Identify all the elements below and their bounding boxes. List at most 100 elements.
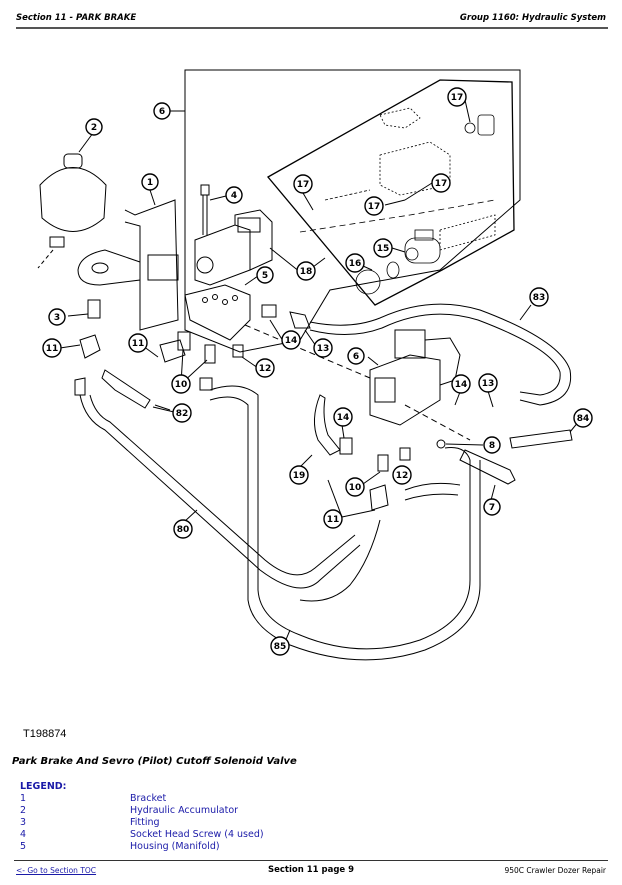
section-toc-link[interactable]: <- Go to Section TOC xyxy=(16,866,97,875)
callout-circle xyxy=(573,408,593,428)
callout-label: 17 xyxy=(451,93,464,103)
manifold-drawing xyxy=(184,284,251,341)
callout-tee-11-a: 11 xyxy=(42,338,62,358)
hose-84-drawing xyxy=(509,429,573,449)
legend-item-description: Socket Head Screw (4 used) xyxy=(130,829,264,840)
legend-item-number: 2 xyxy=(20,805,27,816)
callout-coil: 15 xyxy=(373,238,393,258)
callout-circle xyxy=(172,403,192,423)
callout-circle xyxy=(270,636,290,656)
callout-tee-11-b: 11 xyxy=(128,333,148,353)
callout-fitting-10-a: 10 xyxy=(171,374,191,394)
valve-block-drawing xyxy=(194,209,273,286)
callout-bracket: 1 xyxy=(141,173,159,191)
document-title: 950C Crawler Dozer Repair xyxy=(504,866,606,875)
legend-item-number: 5 xyxy=(20,841,27,852)
callout-label: 85 xyxy=(274,642,287,652)
callout-label: 83 xyxy=(533,293,546,303)
callout-o-ring-17-c: 17 xyxy=(364,196,384,216)
header-divider xyxy=(16,27,608,29)
section-title: Section 11 - PARK BRAKE xyxy=(16,13,137,23)
callout-hose-82: 82 xyxy=(172,403,192,423)
callout-hydraulic-accumulator: 2 xyxy=(85,118,103,136)
callout-fitting-14-b: 14 xyxy=(451,374,471,394)
callout-nut: 16 xyxy=(345,253,365,273)
callout-label: 4 xyxy=(231,191,237,201)
callout-label: 17 xyxy=(435,179,448,189)
callout-hose-84: 84 xyxy=(573,408,593,428)
callout-label: 10 xyxy=(349,483,362,493)
callout-label: 11 xyxy=(327,515,340,525)
callout-label: 1 xyxy=(147,178,153,188)
callout-circle xyxy=(171,374,191,394)
callout-tee-11-c: 11 xyxy=(323,509,343,529)
callout-circle xyxy=(364,196,384,216)
page-footer: <- Go to Section TOC Section 11 page 9 9… xyxy=(16,865,606,878)
callout-label: 2 xyxy=(91,123,97,133)
callout-label: 84 xyxy=(577,414,590,424)
callout-circle xyxy=(447,87,467,107)
footer-divider xyxy=(14,860,608,861)
callout-socket-head-screw: 4 xyxy=(225,186,243,204)
callout-label: 14 xyxy=(337,413,350,423)
exploded-parts-diagram: 1234566781010111111121213131414141516171… xyxy=(37,69,593,661)
callout-label: 8 xyxy=(489,441,495,451)
callout-fitting: 3 xyxy=(48,308,66,326)
cartridge-parts-drawing xyxy=(299,107,496,295)
leader-lines xyxy=(59,99,580,643)
callout-circle xyxy=(281,330,301,350)
callout-circle xyxy=(333,407,353,427)
legend-item-description: Bracket xyxy=(130,793,167,804)
callout-label: 13 xyxy=(317,344,330,354)
callout-circle xyxy=(431,173,451,193)
callout-circle xyxy=(289,465,309,485)
legend-item: 2 Hydraulic Accumulator xyxy=(20,805,264,817)
screw-drawing xyxy=(200,184,210,235)
hose-85-drawing xyxy=(209,385,471,650)
callout-label: 19 xyxy=(293,471,306,481)
callout-circle xyxy=(256,266,274,284)
legend-item-number: 3 xyxy=(20,817,27,828)
callout-circle xyxy=(153,102,171,120)
washer-drawing xyxy=(436,439,446,449)
lower-hose-drawing xyxy=(299,519,381,602)
callout-housing-manifold: 5 xyxy=(256,266,274,284)
accumulator-drawing xyxy=(37,153,107,269)
legend-item-description: Hydraulic Accumulator xyxy=(130,805,239,816)
callout-fitting-10-b: 10 xyxy=(345,477,365,497)
callout-circle xyxy=(345,477,365,497)
lower-valve-drawing xyxy=(369,329,461,426)
callout-label: 11 xyxy=(132,339,145,349)
hose-82-drawing xyxy=(154,404,171,411)
callout-label: 11 xyxy=(46,344,59,354)
figure-caption: Park Brake And Sevro (Pilot) Cutoff Sole… xyxy=(12,756,297,767)
legend-item-description: Fitting xyxy=(130,817,160,828)
callout-hose-80: 80 xyxy=(173,519,193,539)
callout-circle xyxy=(345,253,365,273)
callout-label: 82 xyxy=(176,409,189,419)
callout-fitting-14-a: 14 xyxy=(281,330,301,350)
callout-label: 15 xyxy=(377,244,390,254)
callout-hose-83: 83 xyxy=(529,287,549,307)
callout-label: 6 xyxy=(353,352,359,362)
callout-circle xyxy=(373,238,393,258)
callout-label: 17 xyxy=(368,202,381,212)
callout-o-ring-17-d: 17 xyxy=(431,173,451,193)
callout-label: 7 xyxy=(489,503,495,513)
callout-circle xyxy=(313,338,333,358)
legend-item: 3 Fitting xyxy=(20,817,264,829)
hose-83-drawing xyxy=(309,303,572,406)
callout-circle xyxy=(255,358,275,378)
cartridge-exploded-boundary xyxy=(267,79,515,306)
callout-label: 12 xyxy=(396,471,409,481)
callout-label: 3 xyxy=(54,313,60,323)
callout-elbow-13-b: 13 xyxy=(478,373,498,393)
callout-label: 18 xyxy=(300,267,313,277)
callout-circle xyxy=(48,308,66,326)
callout-label: 17 xyxy=(297,180,310,190)
